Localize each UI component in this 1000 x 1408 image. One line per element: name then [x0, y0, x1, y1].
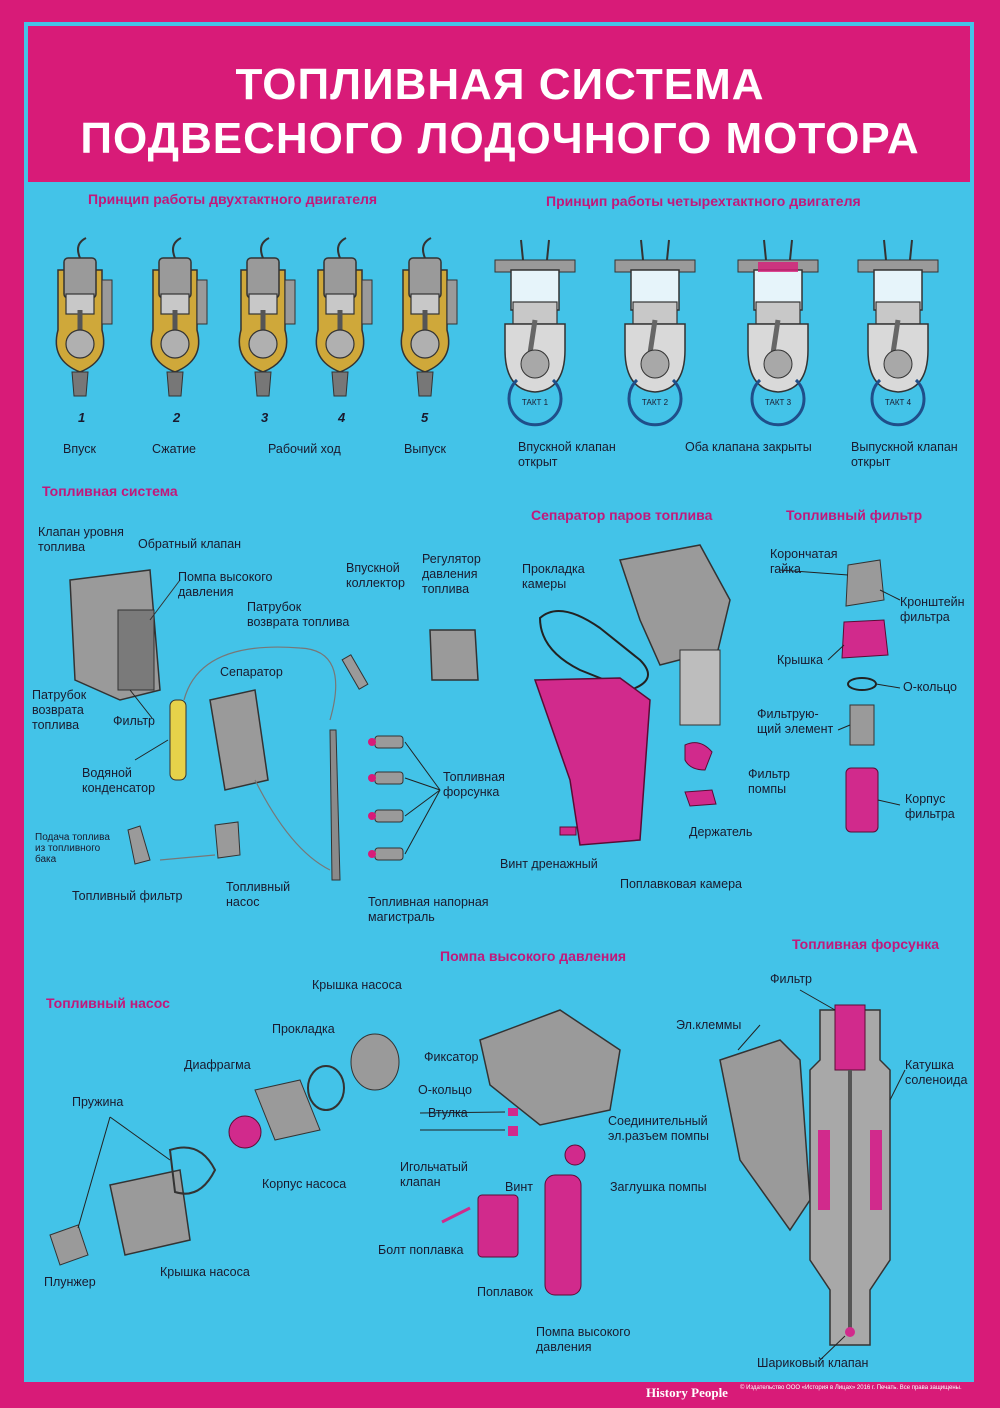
label-plunger: Плунжер: [44, 1275, 96, 1289]
label-filter: Фильтр: [113, 714, 155, 728]
vapor-separator-title: Сепаратор паров топлива: [531, 507, 713, 523]
label-float-bolt: Болт поплавка: [378, 1243, 464, 1257]
vapor-separator-diagram: [533, 544, 731, 846]
label-clip: Фиксатор: [424, 1050, 479, 1064]
label-fuel-pump: Топливный насос: [226, 880, 291, 909]
footer-copyright: © Издательство ООО «История в Лицах» 201…: [740, 1385, 962, 1391]
label-filter-housing: Корпус фильтра: [905, 792, 955, 821]
four-stroke-label: Оба клапана закрыты: [685, 440, 812, 454]
four-stroke-label: Выпускной клапан открыт: [851, 440, 958, 469]
injector-diagram: [719, 1004, 891, 1346]
label-drain-screw: Винт дренажный: [500, 857, 598, 871]
label-hp-pump-unit: Помпа высокого давления: [536, 1325, 631, 1354]
label-terminals: Эл.клеммы: [676, 1018, 742, 1032]
label-screw: Винт: [505, 1180, 533, 1194]
label-tank-supply: Подача топлива из топливного бака: [35, 832, 110, 865]
label-pump-body: Корпус насоса: [262, 1177, 347, 1191]
hp-pump-title: Помпа высокого давления: [440, 948, 627, 964]
label-gasket: Прокладка камеры: [522, 562, 585, 591]
four-stroke-label: Впускной клапан открыт: [518, 440, 616, 469]
two-stroke-step-label: Рабочий ход: [268, 442, 341, 456]
footer: History People © Издательство ООО «Истор…: [640, 1383, 990, 1405]
label-pressure-regulator: Регулятор давления топлива: [422, 552, 481, 596]
two-stroke-step-num: 1: [78, 410, 86, 425]
fuel-system-diagram: [69, 569, 479, 881]
label-diaphragm: Диафрагма: [184, 1058, 251, 1072]
poster-title-line2: ПОДВЕСНОГО ЛОДОЧНОГО МОТОРА: [80, 114, 920, 163]
two-stroke-step-label: Выпуск: [404, 442, 446, 456]
fuel-filter-diagram: [841, 559, 889, 833]
label-float: Поплавок: [477, 1285, 533, 1299]
two-stroke-step-label: Сжатие: [152, 442, 197, 456]
stroke-label: ТАКТ 1: [521, 398, 549, 407]
label-intake-manifold: Впускной коллектор: [346, 561, 405, 590]
label-connector: Соединительный эл.разъем помпы: [608, 1114, 709, 1143]
fuel-pump-title: Топливный насос: [46, 995, 170, 1011]
title-banner: [24, 22, 974, 186]
fuel-system-title: Топливная система: [42, 483, 178, 499]
two-stroke-step-num: 2: [173, 410, 181, 425]
label-crown-nut: Корончатая гайка: [770, 547, 838, 576]
label-separator: Сепаратор: [220, 665, 283, 679]
stroke-label: ТАКТ 3: [764, 398, 792, 407]
label-hp-pump: Помпа высокого давления: [178, 570, 273, 599]
label-filter-element: Фильтрую- щий элемент: [757, 707, 834, 736]
label-needle-valve: Игольчатый клапан: [400, 1160, 468, 1189]
four-stroke-title: Принцип работы четырехтактного двигателя: [546, 193, 861, 209]
label-ball-valve: Шариковый клапан: [757, 1356, 869, 1370]
label-check-valve: Обратный клапан: [138, 537, 242, 551]
two-stroke-step-num: 4: [338, 410, 346, 425]
label-pump-gasket: Прокладка: [272, 1022, 335, 1036]
label-pump-cover-bottom: Крышка насоса: [160, 1265, 250, 1279]
label-bracket: Кронштейн фильтра: [900, 595, 965, 624]
label-pump-filter: Фильтр помпы: [748, 767, 790, 796]
label-fuel-filter: Топливный фильтр: [72, 889, 183, 903]
two-stroke-step-num: 3: [261, 410, 269, 425]
label-solenoid: Катушка соленоида: [905, 1058, 968, 1087]
label-hp-o-ring: О-кольцо: [418, 1083, 472, 1097]
injector-title: Топливная форсунка: [792, 936, 940, 952]
label-return-pipe-left: Патрубок возврата топлива: [32, 688, 87, 732]
label-injector-filter: Фильтр: [770, 972, 812, 986]
label-pump-cover-top: Крышка насоса: [312, 978, 402, 992]
label-spring: Пружина: [72, 1095, 124, 1109]
label-holder: Держатель: [689, 825, 753, 839]
poster-title-line1: ТОПЛИВНАЯ СИСТЕМА: [235, 60, 765, 109]
label-bushing: Втулка: [428, 1106, 468, 1120]
stroke-label: ТАКТ 4: [884, 398, 912, 407]
label-rail: Топливная напорная магистраль: [368, 895, 489, 924]
label-return-pipe-top: Патрубок возврата топлива: [247, 600, 350, 629]
label-water-condenser: Водяной конденсатор: [82, 766, 156, 795]
two-stroke-step-label: Впуск: [63, 442, 96, 456]
label-cover: Крышка: [777, 653, 823, 667]
hp-pump-diagram: [441, 1009, 621, 1296]
two-stroke-title: Принцип работы двухтактного двигателя: [88, 191, 378, 207]
two-stroke-step-num: 5: [421, 410, 429, 425]
label-float-chamber: Поплавковая камера: [620, 877, 742, 891]
label-injector: Топливная форсунка: [443, 770, 505, 799]
publisher-logo: History People: [646, 1385, 728, 1400]
label-o-ring: О-кольцо: [903, 680, 957, 694]
fuel-filter-title: Топливный фильтр: [786, 507, 923, 523]
label-plug: Заглушка помпы: [610, 1180, 707, 1194]
fuel-pump-diagram: [49, 1033, 400, 1266]
label-level-valve: Клапан уровня топлива: [38, 525, 124, 554]
stroke-label: ТАКТ 2: [641, 398, 669, 407]
